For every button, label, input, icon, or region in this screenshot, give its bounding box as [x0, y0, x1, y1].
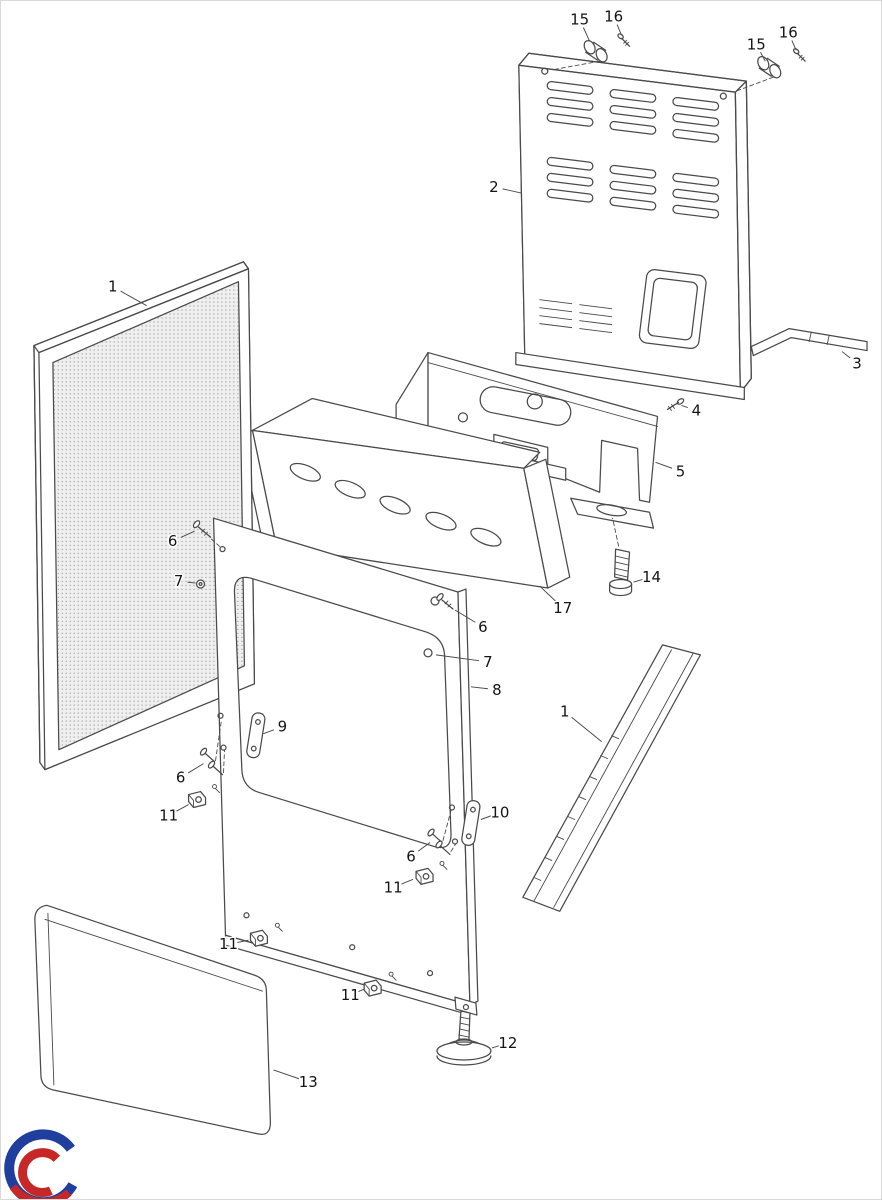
bracket-foot	[570, 497, 655, 529]
callout-8: 8	[492, 681, 502, 699]
part-rear-bracket	[750, 327, 868, 357]
vent-louvers-upper	[546, 81, 720, 143]
callout-11: 11	[219, 935, 238, 953]
stadium-slot	[479, 386, 572, 426]
foot-tab	[454, 996, 478, 1016]
part-clip-nut	[415, 867, 434, 885]
callout-leader-11	[358, 988, 365, 993]
callout-leader-16	[616, 24, 623, 36]
callout-leader-8	[470, 686, 489, 690]
callout-13: 13	[299, 1073, 318, 1091]
callout-16: 16	[604, 7, 623, 25]
callout-15: 15	[570, 10, 589, 28]
part-screw-top-right	[792, 48, 806, 62]
callout-11: 11	[159, 807, 178, 825]
callout-leader-3	[841, 351, 851, 359]
callout-leader-16	[791, 40, 797, 51]
callout-leader-11	[176, 804, 189, 812]
callout-leader-14	[633, 578, 643, 583]
screw-hole	[719, 92, 727, 100]
vent-slits-lower	[539, 299, 613, 334]
round-hole	[457, 412, 469, 423]
part-screw-6-top-right	[436, 592, 454, 610]
part-screws-6-hinge-right	[427, 810, 457, 856]
callout-leader-15	[760, 51, 766, 62]
callout-17: 17	[553, 599, 572, 617]
callout-leader-11	[237, 939, 249, 943]
callout-leader-4	[681, 404, 689, 409]
callout-leader-9	[263, 729, 275, 735]
part-hinge-plate-left	[246, 712, 266, 759]
callout-7: 7	[483, 653, 493, 671]
screw-hole	[423, 648, 433, 658]
callout-2: 2	[489, 178, 499, 196]
mesh-screen	[52, 281, 246, 751]
callout-leader-15	[582, 27, 591, 42]
callout-leader-6	[188, 763, 204, 774]
callout-6: 6	[406, 847, 416, 865]
callout-12: 12	[498, 1034, 517, 1052]
callout-9: 9	[278, 718, 288, 736]
callout-leader-6	[418, 842, 431, 852]
part-leveling-foot	[436, 1010, 492, 1066]
callout-leader-11	[401, 878, 414, 885]
callout-leader-1	[120, 290, 147, 307]
callout-11: 11	[384, 878, 403, 896]
callout-6: 6	[168, 532, 178, 550]
callout-leader-7	[187, 581, 196, 584]
part-clip-nut	[187, 790, 207, 809]
part-spacer-top-right	[732, 55, 782, 93]
callout-5: 5	[676, 462, 686, 480]
clip-screws	[212, 784, 448, 981]
callout-14: 14	[642, 568, 661, 586]
part-screws-6-hinge-left	[199, 719, 225, 776]
callout-10: 10	[490, 804, 509, 822]
part-heat-shield	[239, 397, 571, 589]
part-screw-6-top-left	[192, 520, 221, 548]
callout-leader-6	[180, 530, 195, 538]
part-spacer-top-center	[555, 40, 608, 70]
vent-window-cutout	[638, 269, 707, 350]
callout-leader-6	[454, 609, 476, 623]
callout-11: 11	[341, 986, 360, 1004]
callout-4: 4	[692, 401, 702, 419]
part-screw-top-center	[617, 33, 631, 47]
part-clip-nut	[249, 929, 269, 947]
callout-leader-13	[273, 1069, 300, 1080]
vent-louvers-middle	[546, 156, 720, 219]
callout-7: 7	[174, 572, 184, 590]
part-rear-vent-panel	[515, 52, 752, 401]
screw-hole	[541, 67, 549, 75]
part-screw-7-left	[195, 579, 206, 589]
part-screw-4	[666, 398, 685, 411]
part-side-panel-right	[522, 644, 702, 912]
callout-15: 15	[747, 35, 766, 53]
edge-hatch	[533, 735, 620, 881]
callout-leader-10	[480, 815, 492, 820]
part-front-frame	[212, 517, 479, 1016]
callout-6: 6	[478, 618, 488, 636]
part-hinge-plate-right	[461, 800, 481, 846]
callout-leader-7	[435, 654, 480, 662]
bottom-rail	[515, 351, 745, 401]
part-clip-nut	[363, 979, 382, 997]
callout-leader-5	[655, 461, 673, 469]
callout-1: 1	[560, 703, 570, 721]
callout-16: 16	[779, 23, 798, 41]
callout-leader-17	[539, 585, 557, 603]
callout-leader-1	[571, 717, 602, 743]
callout-leader-2	[502, 188, 521, 194]
part-side-panel-left	[33, 261, 256, 771]
brand-swirl-logo	[4, 1129, 78, 1199]
callout-3: 3	[852, 355, 862, 373]
part-drawer-panel	[34, 904, 272, 1135]
round-hole	[526, 393, 543, 410]
callout-leader-12	[491, 1045, 500, 1049]
callout-1: 1	[108, 278, 118, 296]
part-bolt-14	[608, 517, 633, 597]
callout-6: 6	[176, 769, 186, 787]
